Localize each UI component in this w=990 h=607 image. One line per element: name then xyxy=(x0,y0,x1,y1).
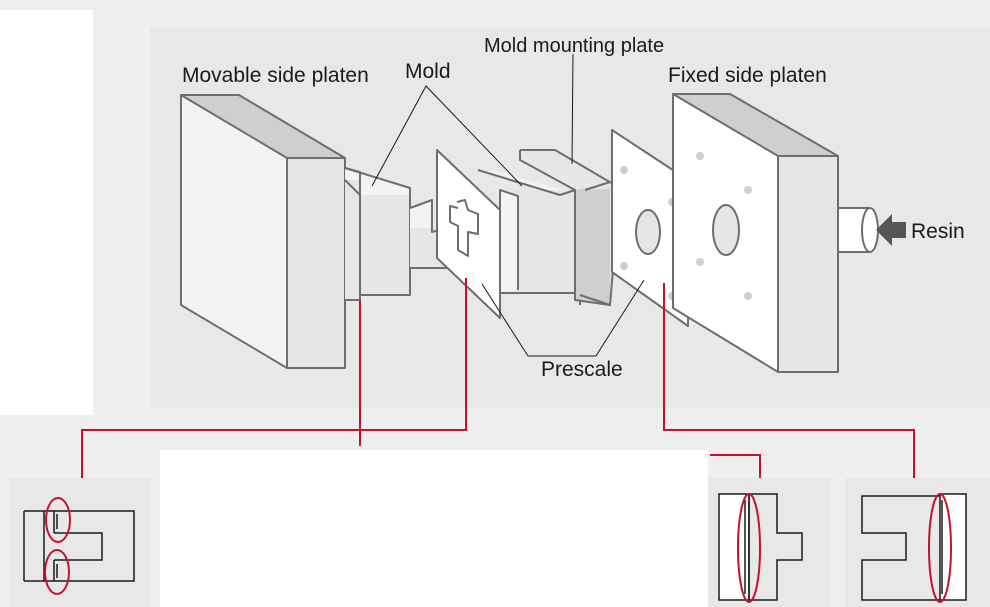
label-resin: Resin xyxy=(911,220,965,243)
movable-side-platen xyxy=(180,94,346,369)
cross-section-movable xyxy=(10,478,151,607)
label-mold: Mold xyxy=(405,60,451,83)
leader-lines xyxy=(371,53,645,357)
cross-section-prescale-mold xyxy=(708,478,830,607)
prescale-sheet-movable xyxy=(436,149,501,319)
arrow-left-icon xyxy=(876,214,906,246)
prescale-sheet-fixed xyxy=(611,129,689,327)
bottom-white-panel xyxy=(160,450,708,607)
cross-section-fixed xyxy=(845,478,990,607)
label-fixed-side-platen: Fixed side platen xyxy=(668,64,827,87)
mold-fixed-half xyxy=(477,149,621,306)
callout-lines xyxy=(81,278,915,490)
label-prescale: Prescale xyxy=(541,358,623,381)
label-movable-side-platen: Movable side platen xyxy=(182,64,369,87)
fixed-side-platen xyxy=(672,93,879,373)
left-white-strip xyxy=(0,10,93,415)
label-mold-mounting-plate: Mold mounting plate xyxy=(484,35,664,57)
